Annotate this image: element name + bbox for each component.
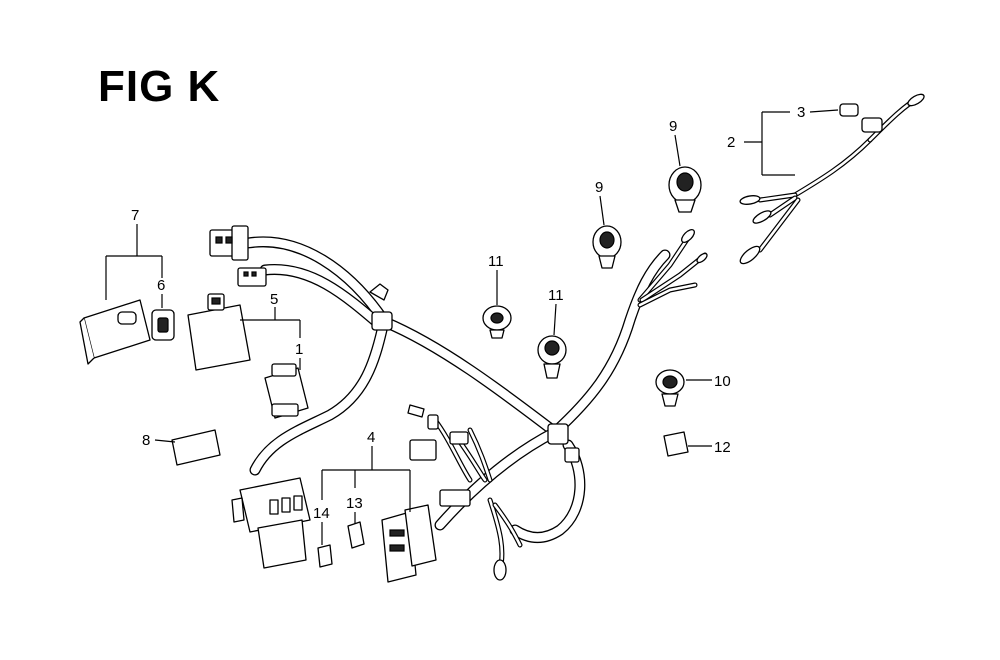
callout-7: 7: [131, 207, 139, 224]
part-3-connector: [839, 103, 883, 133]
callout-2: 2: [727, 134, 735, 151]
part-5-control-unit: [187, 293, 251, 371]
part-9-switch-lower: [592, 225, 622, 269]
callout-9-lower: 9: [595, 179, 603, 196]
callout-10: 10: [714, 373, 731, 390]
figure-title: FIG K: [98, 62, 221, 111]
part-12-clip: [663, 431, 689, 457]
part-7-relay-cover: [79, 299, 151, 365]
part-11-switch-right: [537, 335, 567, 379]
callout-8: 8: [142, 432, 150, 449]
callout-11-right: 11: [548, 287, 564, 304]
callout-5: 5: [270, 291, 278, 308]
harness-clamps: [369, 283, 580, 463]
callout-9-upper: 9: [669, 118, 677, 135]
harness-branch-wires-right: [637, 229, 708, 308]
part-6-relay: [151, 309, 175, 341]
callout-1: 1: [295, 341, 303, 358]
main-harness: [242, 236, 671, 543]
callout-leaders: [105, 109, 839, 545]
part-9-switch-upper: [668, 166, 702, 213]
callout-11-left: 11: [488, 253, 504, 270]
part-2-sub-harness: [739, 93, 925, 265]
callout-13: 13: [346, 495, 363, 512]
part-1-relay: [264, 363, 309, 419]
callout-3: 3: [797, 104, 805, 121]
part-11-switch-left: [482, 305, 512, 339]
part-10-switch: [655, 369, 685, 407]
part-4-connector: [381, 504, 437, 583]
part-8-label: [171, 429, 221, 466]
callout-4: 4: [367, 429, 375, 446]
part-13-clip: [347, 521, 365, 549]
harness-connectors-top-left: [209, 225, 267, 287]
callout-labels: 7 6 5 1 8 4 13 14 2 3 9 9 11 11 10 12: [131, 104, 805, 522]
callout-14: 14: [313, 505, 330, 522]
fuse-block: [231, 477, 311, 569]
callout-12: 12: [714, 439, 731, 456]
harness-lower-wires: [407, 404, 523, 581]
callout-6: 6: [157, 277, 165, 294]
part-14-clip: [317, 544, 333, 568]
